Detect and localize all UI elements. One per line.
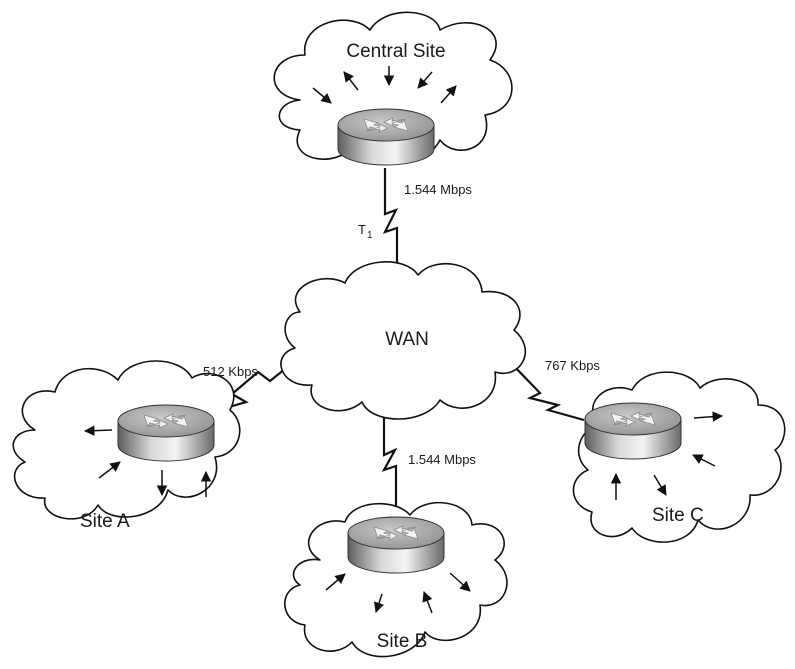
link-type-subscript: 1: [367, 230, 373, 241]
site-a-label: Site A: [80, 511, 130, 532]
link-central-type-label: T1: [358, 222, 373, 241]
central-site-label: Central Site: [346, 41, 445, 62]
router-icon: [584, 402, 682, 460]
site-c-traffic-arrows: [610, 411, 724, 500]
central-router: [337, 108, 435, 166]
wan: WAN: [280, 261, 527, 420]
central-traffic-arrows: [312, 66, 457, 104]
link-site-b-wan: [381, 414, 398, 520]
link-type-letter: T: [358, 222, 366, 237]
links: [211, 168, 585, 520]
wan-label: WAN: [385, 329, 429, 350]
site-b: Site B: [284, 501, 508, 658]
site-b-label: Site B: [377, 631, 428, 652]
link-site-b-speed-label: 1.544 Mbps: [408, 452, 476, 467]
link-central-speed-label: 1.544 Mbps: [404, 182, 472, 197]
site-a-traffic-arrows: [83, 425, 212, 497]
wan-cloud: [280, 261, 527, 420]
router-icon: [117, 404, 215, 462]
central-site: Central Site: [273, 11, 513, 164]
router-icon: [347, 516, 445, 574]
site-b-router: [347, 516, 445, 574]
link-site-c-speed-label: 767 Kbps: [545, 358, 600, 373]
site-a-router: [117, 404, 215, 462]
link-central-wan: [382, 168, 399, 268]
site-c-router: [584, 402, 682, 460]
link-site-a-wan: [211, 359, 297, 414]
site-b-traffic-arrows: [325, 572, 471, 614]
site-c: Site C: [572, 371, 786, 543]
link-site-a-speed-label: 512 Kbps: [203, 364, 258, 379]
link-site-c-wan: [509, 361, 585, 422]
router-icon: [337, 108, 435, 166]
site-c-label: Site C: [652, 505, 704, 526]
central-site-cloud: [273, 11, 513, 164]
site-b-cloud: [284, 501, 508, 658]
